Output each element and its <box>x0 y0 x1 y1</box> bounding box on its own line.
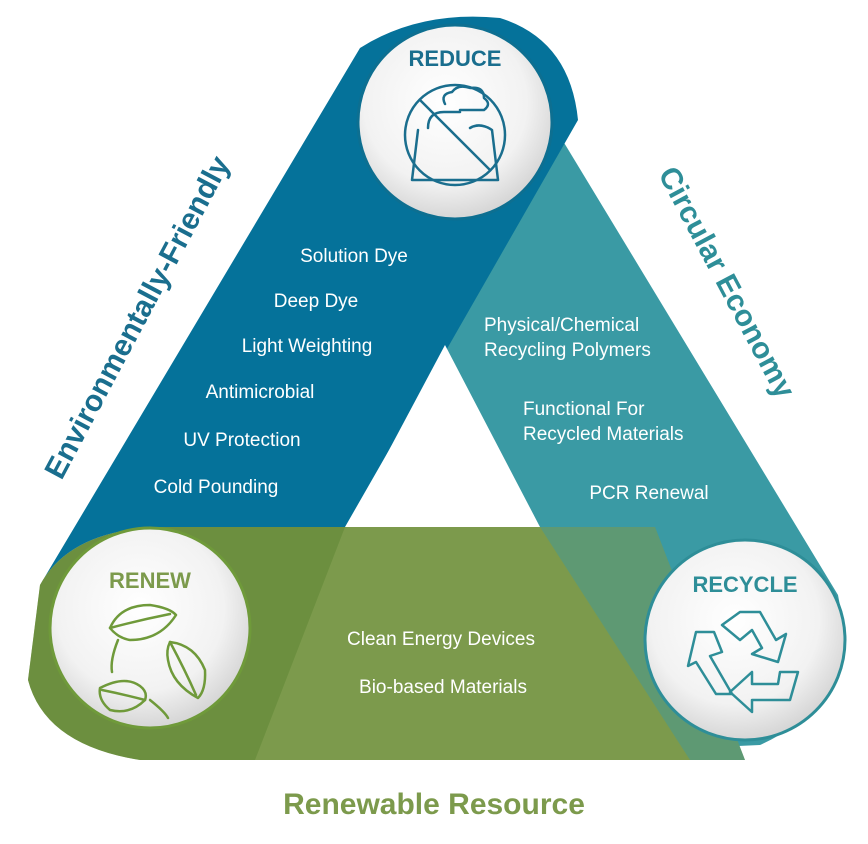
list-item: Physical/Chemical <box>484 315 639 336</box>
list-item: UV Protection <box>183 430 300 451</box>
recycle-circle <box>643 538 847 742</box>
bottom-band-items: Clean Energy Devices Bio-based Materials <box>347 629 535 698</box>
list-item: Bio-based Materials <box>359 677 527 698</box>
renew-title: RENEW <box>109 568 191 593</box>
list-item: Cold Pounding <box>154 477 279 498</box>
list-item: Recycled Materials <box>523 424 684 445</box>
renew-circle <box>48 526 252 730</box>
recycle-title: RECYCLE <box>692 572 797 597</box>
renewable-resource-title: Renewable Resource <box>283 788 585 821</box>
right-band-items: Physical/Chemical Recycling Polymers Fun… <box>484 315 709 504</box>
reduce-circle <box>356 23 554 221</box>
list-item: Functional For <box>523 399 645 420</box>
list-item: Antimicrobial <box>206 382 315 403</box>
no-factory-icon <box>403 83 507 187</box>
center-white-triangle <box>348 345 540 527</box>
reduce-title: REDUCE <box>409 46 502 71</box>
recycle-arrows-icon <box>686 610 800 714</box>
list-item: Clean Energy Devices <box>347 629 535 650</box>
list-item: Solution Dye <box>300 246 408 267</box>
list-item: Deep Dye <box>274 291 359 312</box>
list-item: PCR Renewal <box>589 483 708 504</box>
leaves-icon <box>98 603 207 720</box>
left-band-items: Solution Dye Deep Dye Light Weighting An… <box>154 246 408 498</box>
list-item: Light Weighting <box>242 336 373 357</box>
list-item: Recycling Polymers <box>484 340 651 361</box>
